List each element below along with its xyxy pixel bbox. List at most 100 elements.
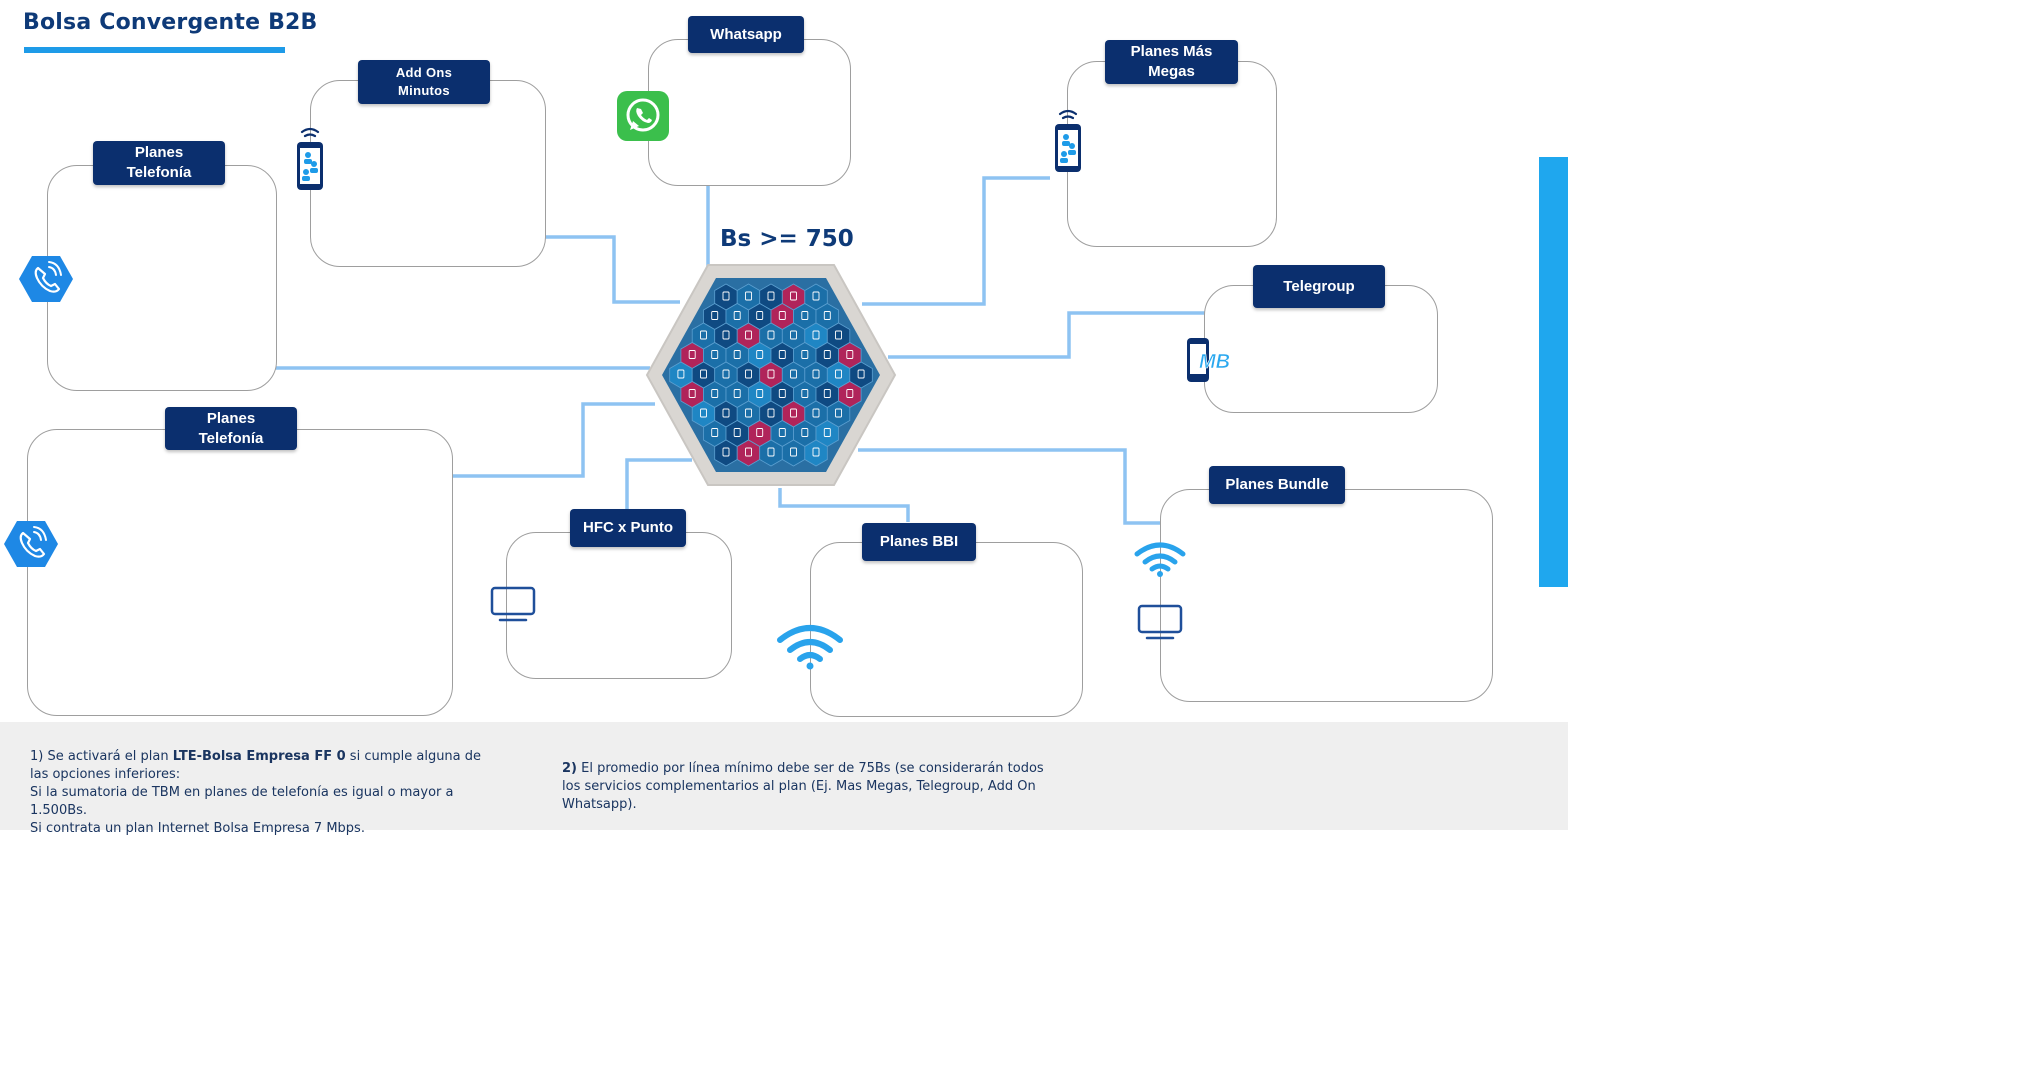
mosaic-service-glyph: [835, 369, 842, 379]
mosaic-service-glyph: [700, 330, 707, 340]
label-bundle-text: Planes Bundle: [1225, 476, 1329, 493]
mosaic-service-glyph: [823, 428, 831, 437]
mosaic-service-glyph: [711, 428, 719, 437]
services-hexagon-mosaic: [645, 264, 897, 486]
mosaic-service-glyph: [801, 428, 809, 437]
mosaic-service-glyph: [846, 350, 854, 359]
mosaic-service-glyph: [700, 369, 707, 379]
label-telefonia-2-line2: Telefonía: [198, 429, 264, 447]
mosaic-service-glyph: [778, 311, 786, 320]
mosaic-service-glyph: [733, 389, 741, 398]
mosaic-service-glyph: [756, 389, 764, 398]
mosaic-service-glyph: [722, 447, 730, 457]
connector-lines: [275, 176, 1205, 525]
label-telefonia-2: Planes Telefonía: [165, 407, 297, 450]
mosaic-service-glyph: [767, 330, 775, 340]
mosaic-service-glyph: [790, 330, 797, 340]
label-whatsapp: Whatsapp: [688, 16, 804, 53]
box-bundle: [1160, 489, 1493, 702]
phone-hex-icon: [4, 521, 58, 567]
mosaic-service-glyph: [745, 447, 752, 457]
note-1-prefix: 1) Se activará el plan: [30, 749, 173, 764]
mosaic-service-glyph: [722, 291, 730, 301]
mosaic-service-glyph: [790, 447, 797, 457]
mosaic-service-glyph: [767, 369, 775, 379]
note-1-line2: Si la sumatoria de TBM en planes de tele…: [30, 785, 454, 818]
label-masmegas-line2: Megas: [1148, 63, 1195, 80]
mosaic-service-glyph: [767, 291, 775, 301]
mosaic-service-glyph: [801, 389, 809, 398]
footer-notes-panel: [0, 722, 1568, 830]
mosaic-service-glyph: [812, 408, 820, 418]
mosaic-service-glyph: [767, 408, 775, 418]
label-bundle: Planes Bundle: [1209, 466, 1345, 504]
monitor-icon: [490, 586, 536, 622]
label-hfc-text: HFC x Punto: [583, 519, 673, 536]
mosaic-service-glyph: [756, 428, 764, 437]
label-telefonia-2-line1: Planes: [206, 409, 256, 427]
mosaic-service-glyph: [711, 350, 719, 359]
label-addons: Add Ons Minutos: [358, 60, 490, 104]
label-addons-line1: Add Ons: [395, 65, 453, 80]
note-2-number: 2): [562, 761, 577, 776]
label-telefonia-1: Planes Telefonía: [93, 141, 225, 185]
whatsapp-icon: [617, 91, 669, 141]
mobile-contacts-icon: [297, 127, 323, 190]
mosaic-service-glyph: [745, 369, 752, 379]
mosaic-service-glyph: [790, 291, 797, 301]
mosaic-hex: [804, 439, 828, 467]
mosaic-service-glyph: [835, 408, 842, 418]
mosaic-service-glyph: [790, 369, 797, 379]
mosaic-service-glyph: [745, 330, 752, 340]
mosaic-service-glyph: [688, 389, 696, 398]
mosaic-service-glyph: [812, 330, 820, 340]
label-hfc: HFC x Punto: [570, 509, 686, 547]
label-masmegas: Planes Más Megas: [1105, 40, 1238, 84]
mosaic-service-glyph: [778, 350, 786, 359]
mosaic-service-glyph: [722, 330, 730, 340]
label-telefonia-1-line2: Telefonía: [126, 164, 192, 181]
mosaic-service-glyph: [767, 447, 775, 457]
label-telefonia-1-line1: Planes: [134, 144, 184, 161]
note-1-line3: Si contrata un plan Internet Bolsa Empre…: [30, 821, 365, 836]
mosaic-service-glyph: [812, 291, 820, 301]
note-2-text: El promedio por línea mínimo debe ser de…: [562, 761, 1044, 812]
label-whatsapp-text: Whatsapp: [710, 25, 782, 43]
mosaic-service-glyph: [812, 369, 820, 379]
right-accent-bar: [1539, 157, 1568, 587]
box-bbi: [810, 542, 1083, 717]
mosaic-service-glyph: [790, 408, 797, 418]
mosaic-service-glyph: [745, 408, 752, 418]
mosaic-service-glyph: [700, 408, 707, 418]
box-addons: [310, 80, 546, 267]
mosaic-service-glyph: [733, 350, 741, 359]
mobile-contacts-icon: [1055, 109, 1081, 172]
mb-text: MB: [1199, 351, 1229, 373]
note-1-rest: si cumple alguna de las opciones inferio…: [30, 749, 482, 782]
mosaic-service-glyph: [801, 350, 809, 359]
mosaic-service-glyph: [688, 350, 696, 359]
mosaic-service-glyph: [677, 369, 685, 379]
footer-note-1: 1) Se activará el plan LTE-Bolsa Empresa…: [30, 748, 500, 838]
mosaic-service-glyph: [733, 311, 741, 320]
mosaic-service-glyph: [756, 311, 764, 320]
mosaic-service-glyph: [745, 291, 752, 301]
page-title: Bolsa Convergente B2B: [23, 10, 318, 35]
label-bbi-text: Planes BBI: [879, 533, 959, 550]
mosaic-service-glyph: [823, 311, 831, 320]
mosaic-service-glyph: [812, 447, 820, 457]
mosaic-service-glyph: [823, 389, 831, 398]
mosaic-service-glyph: [778, 389, 786, 398]
mosaic-service-glyph: [722, 369, 730, 379]
mosaic-service-glyph: [733, 428, 741, 437]
mosaic-service-glyph: [778, 428, 786, 437]
label-telegroup-text: Telegroup: [1283, 277, 1355, 295]
mosaic-service-glyph: [711, 389, 719, 398]
mosaic-service-glyph: [835, 330, 842, 340]
box-hfc: [506, 532, 732, 679]
mosaic-service-glyph: [823, 350, 831, 359]
mosaic-service-glyph: [857, 369, 865, 379]
label-masmegas-line1: Planes Más: [1130, 43, 1213, 60]
mosaic-service-glyph: [756, 350, 764, 359]
mb-phone-icon: MB: [1187, 338, 1229, 382]
